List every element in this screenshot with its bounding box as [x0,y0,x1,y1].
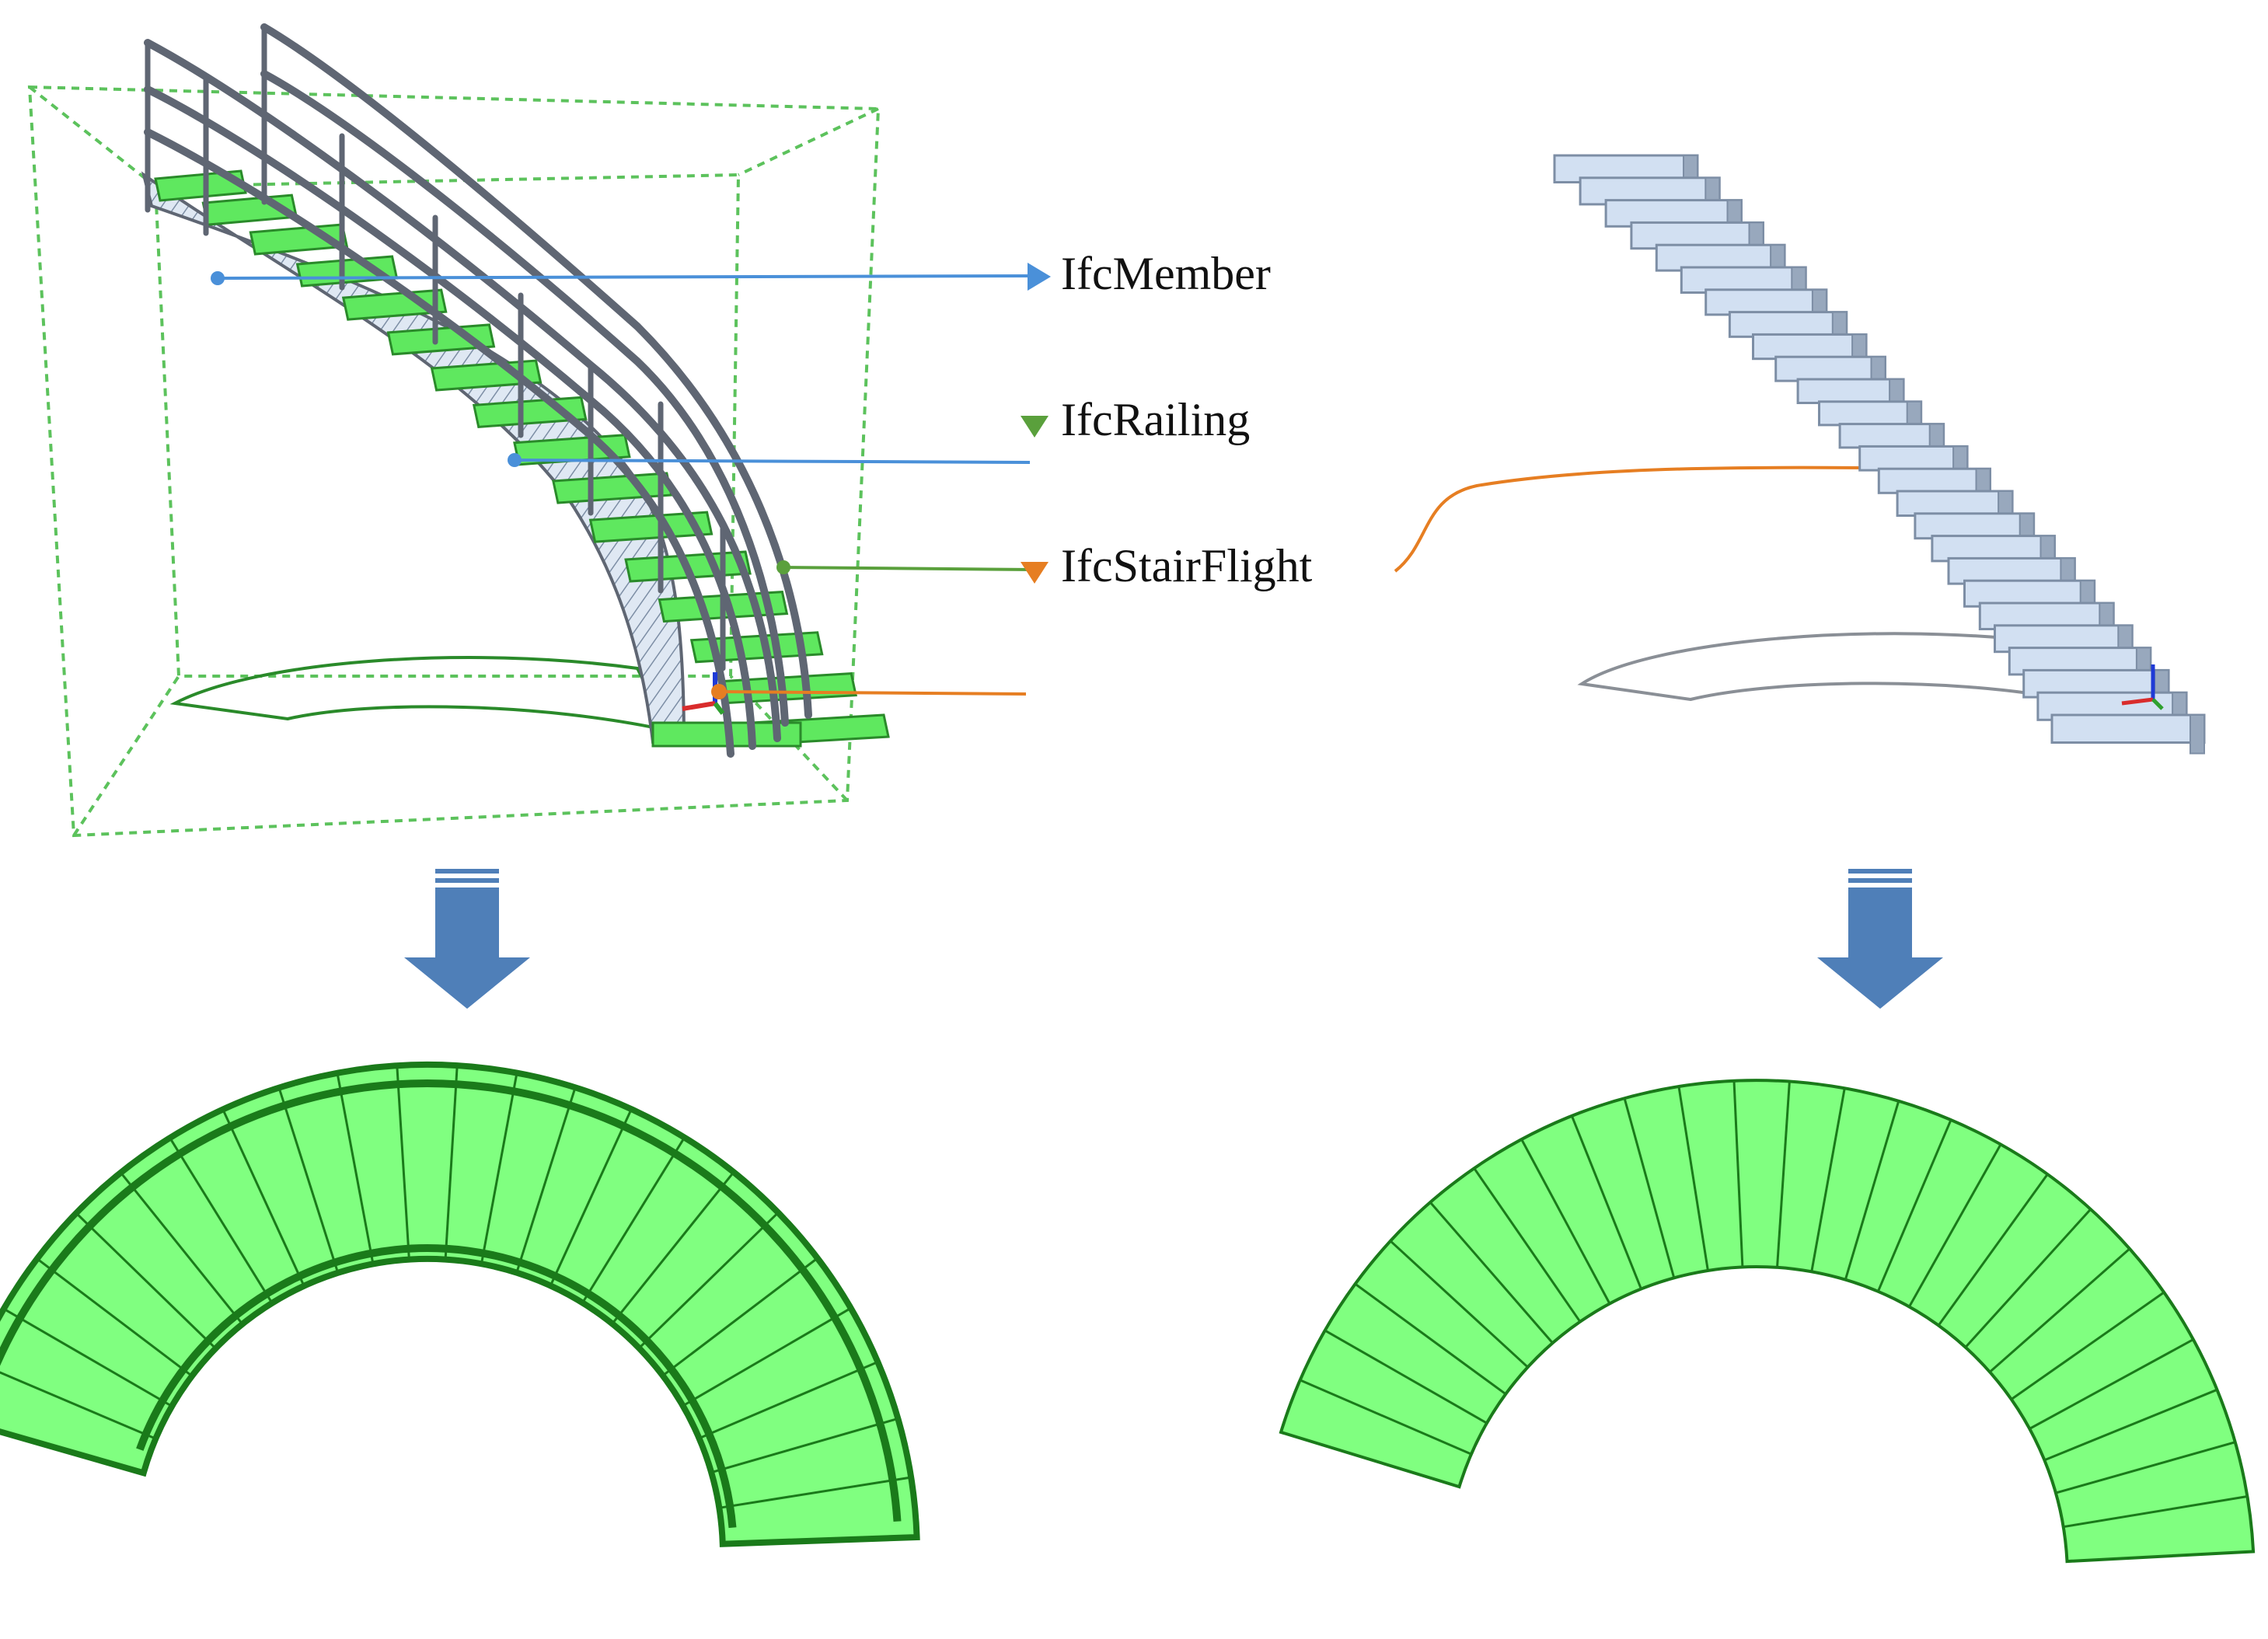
step-riser-line [0,1371,156,1440]
railing [144,23,812,758]
step-riser-line [1677,1086,1709,1271]
step-riser-line [1844,1100,1900,1281]
tread-side [2189,714,2205,755]
left-plan-view [0,1062,920,1547]
step-riser-line [2043,1388,2218,1462]
step-riser-line [36,1257,193,1377]
green-tread [588,511,714,543]
triangle-down-icon [1021,416,1049,438]
step-riser-line [3,1307,173,1407]
triangle-right-icon [1028,263,1051,291]
tread-block [1838,423,1945,449]
step-riser-line [169,1137,274,1304]
step-riser-line [2063,1495,2248,1529]
step-riser-line [1964,1208,2092,1348]
right-3d-model [1553,154,2206,755]
step-riser-line [1810,1087,1846,1272]
step-riser-line [1989,1247,2131,1373]
block-arrow-down-icon [404,869,530,1009]
step-riser-line [1324,1329,1488,1425]
tread-block [1704,288,1828,316]
tread-block [1858,445,1969,472]
step-riser-line [515,1086,577,1274]
step-riser-line [75,1212,217,1350]
step-riser-line [1623,1097,1676,1278]
tread-block [1728,311,1848,338]
step-riser-line [444,1065,459,1260]
step-riser-line [682,1307,852,1407]
step-riser-line [2010,1291,2165,1400]
step-riser-line [1908,1143,2002,1308]
step-riser-line [611,1171,735,1325]
tread-block [1877,467,1992,494]
tread-block [2050,713,2206,744]
stair-treads [1553,154,2206,755]
step-riser-line [2029,1338,2194,1430]
step-riser-line [1937,1173,2049,1327]
member-leader [211,263,1051,291]
stair-flight-leader [776,560,1049,584]
block-arrow-down-icon [1817,869,1943,1009]
step-riser-line [1776,1081,1791,1268]
right-plan-view [1279,1079,2256,1564]
step-riser-line [719,1476,912,1509]
stringer-band [136,1244,737,1529]
green-tread [154,169,247,202]
step-riser-line [1732,1080,1744,1268]
step-riser-line [581,1136,686,1304]
stair-plan-outline [1279,1079,2256,1564]
step-riser-line [1520,1139,1611,1305]
step-riser-line [1354,1282,1507,1396]
axis-triad-icon [2121,664,2164,710]
left-3d-model [27,23,890,838]
tread-block [1818,400,1923,427]
tread-block [1774,355,1886,382]
annotation-leaders: IfcMember IfcRailing IfcStairFlight [211,248,1963,699]
tread-block [1752,333,1868,361]
step-riser-line [480,1072,518,1264]
step-riser-line [1389,1240,1529,1369]
step-riser-line [120,1171,244,1325]
step-riser-line [549,1108,633,1287]
step-riser-line [222,1108,305,1287]
step-riser-line [1300,1379,1472,1456]
label-ifc-member: IfcMember [1061,248,1271,299]
step-riser-line [1473,1167,1582,1323]
step-riser-line [1429,1201,1554,1344]
step-riser-line [1570,1115,1642,1290]
label-ifc-railing: IfcRailing [1061,394,1250,445]
tread-block [1896,490,2014,517]
step-riser-line [661,1257,818,1377]
stair-flight-link-curve [1394,457,1963,573]
step-riser-line [336,1072,375,1264]
step-riser-line [277,1087,340,1274]
stringer-band [0,1079,902,1522]
origin-leader [711,684,1027,699]
triangle-down-icon [1021,562,1049,584]
step-riser-line [2055,1441,2236,1494]
tread-block [1947,556,2076,585]
tread-block [1914,512,2036,540]
stair-plan-outline [0,1062,920,1547]
step-riser-line [710,1417,898,1474]
step-riser-line [638,1212,780,1349]
railing-leader [508,416,1049,467]
step-riser-line [1876,1119,1952,1292]
label-ifc-stair-flight: IfcStairFlight [1061,540,1313,591]
step-riser-line [396,1065,410,1260]
tread-block [1796,378,1905,404]
floor-slab-outline [169,656,672,733]
step-riser-line [698,1361,878,1440]
